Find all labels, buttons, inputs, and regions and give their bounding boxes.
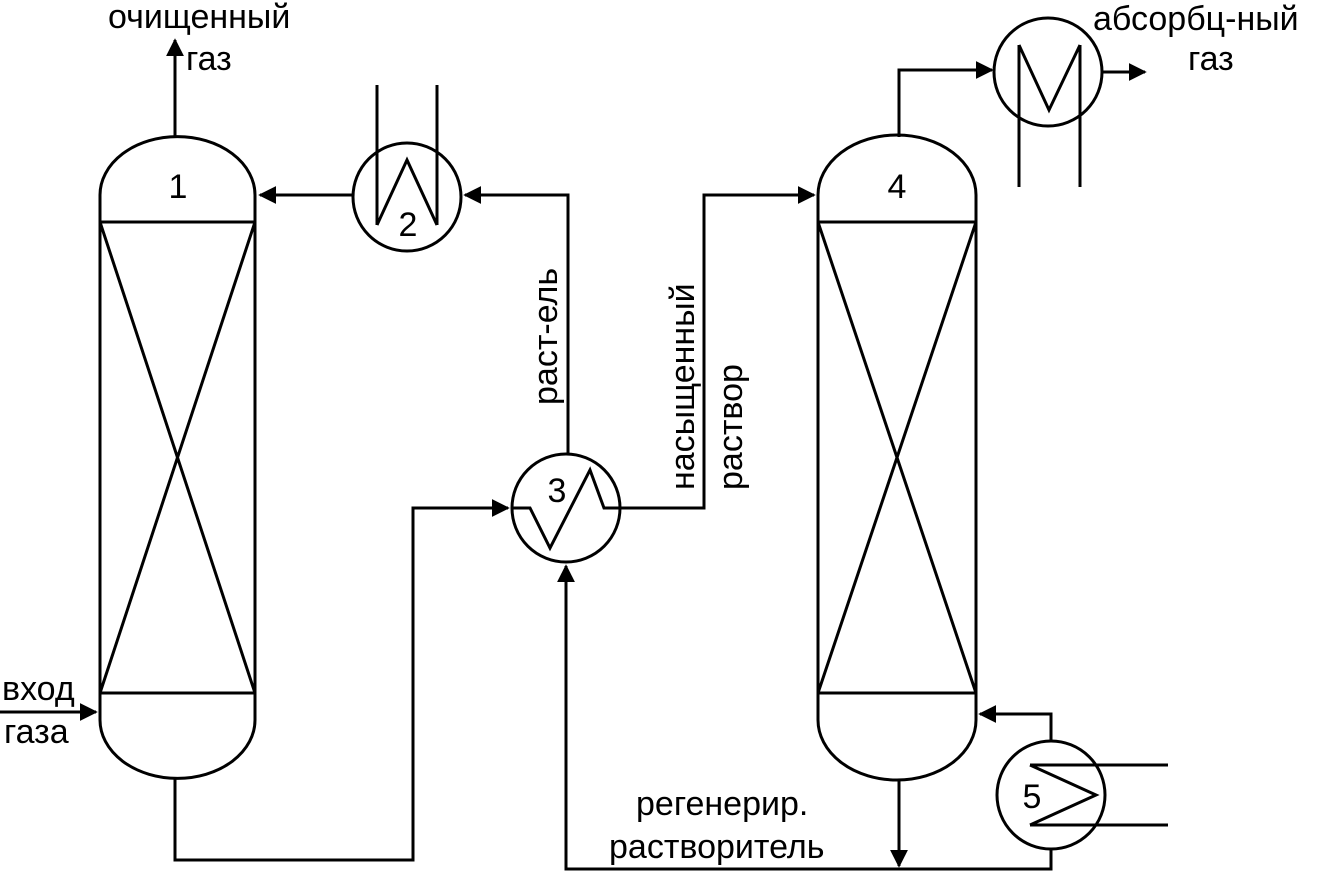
lean-solvent-return-line bbox=[557, 564, 1053, 871]
reboiler-number: 5 bbox=[1023, 778, 1042, 816]
reboiler-return-line bbox=[978, 705, 1053, 741]
absorber-number: 1 bbox=[169, 168, 188, 206]
cooler-number: 2 bbox=[399, 206, 418, 244]
saturated-label-1: насыщенный bbox=[664, 283, 702, 490]
clean-gas-label-1: очищенный bbox=[108, 0, 290, 36]
regen-label-2: растворитель bbox=[609, 828, 824, 866]
absorbed-gas-label-2: газ bbox=[1188, 40, 1234, 78]
desorber-number: 4 bbox=[888, 168, 907, 206]
solvent-label: раст-ель bbox=[527, 268, 565, 405]
solvent-to-cooler-line bbox=[463, 186, 570, 453]
absorber-column bbox=[98, 135, 257, 780]
absorbed-gas-label-1: абсорбц-ный bbox=[1093, 0, 1299, 38]
rich-solution-to-hx-line bbox=[173, 499, 510, 862]
gas-inlet-label-2: газа bbox=[4, 713, 69, 751]
condenser bbox=[992, 16, 1104, 187]
cooler bbox=[351, 85, 463, 253]
regen-label-1: регенерир. bbox=[636, 785, 808, 823]
heat-exchanger-number: 3 bbox=[548, 472, 567, 510]
rich-solution-to-desorber-line bbox=[622, 186, 816, 510]
heat-exchanger bbox=[510, 452, 622, 564]
gas-inlet-label-1: вход bbox=[2, 670, 75, 708]
desorber-column bbox=[816, 133, 978, 782]
desorber-vapor-line bbox=[897, 61, 994, 137]
saturated-label-2: раствор bbox=[712, 364, 750, 490]
clean-gas-label-2: газ bbox=[186, 40, 232, 78]
